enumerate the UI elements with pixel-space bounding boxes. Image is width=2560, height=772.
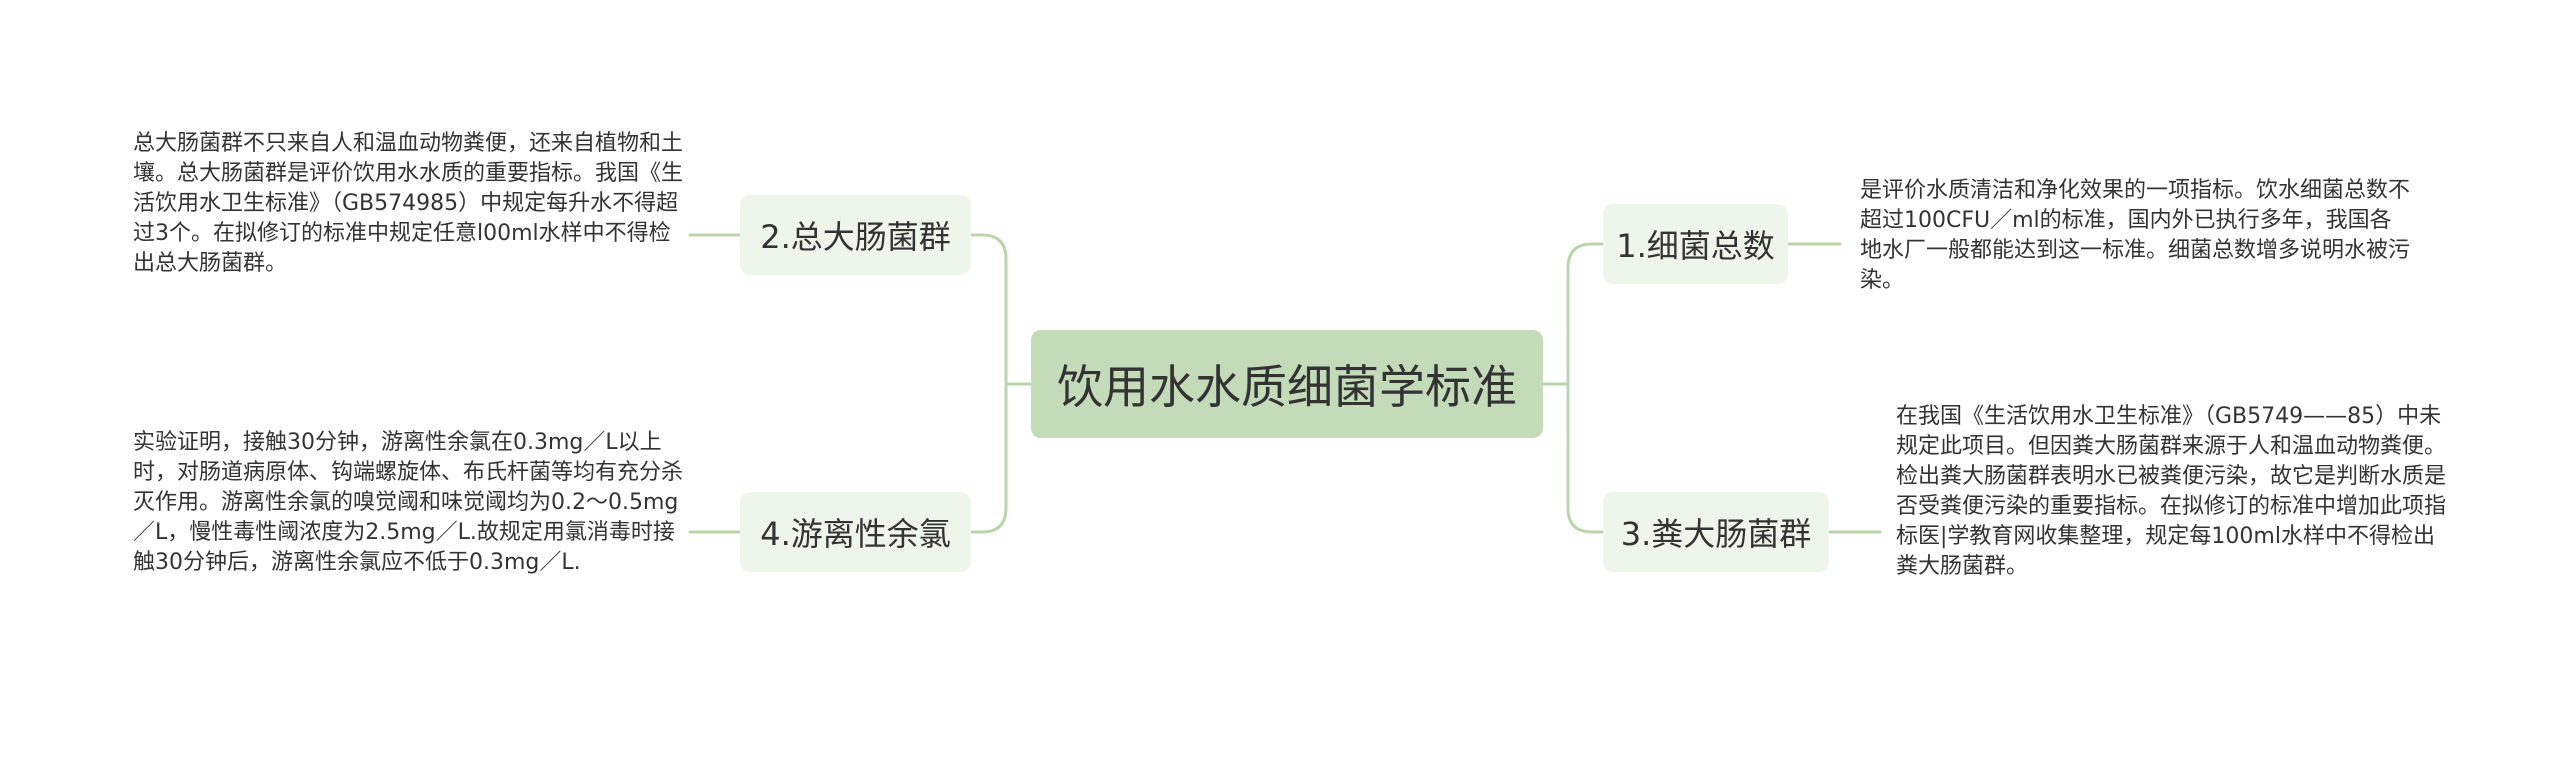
root-topic[interactable]: 饮用水水质细菌学标准 <box>1031 330 1543 438</box>
branch-total-coliform[interactable]: 2.总大肠菌群 <box>740 195 971 275</box>
branch-free-chlorine[interactable]: 4.游离性余氯 <box>740 492 971 572</box>
connector-to-total-coliform <box>969 233 1008 386</box>
branch-fecal-coliform[interactable]: 3.粪大肠菌群 <box>1603 492 1829 572</box>
note-total-coliform: 总大肠菌群不只来自人和温血动物粪便，还来自植物和土壤。总大肠菌群是评价饮用水水质… <box>133 131 684 276</box>
connector-to-bacteria-count <box>1566 242 1605 386</box>
note-bacteria-count: 是评价水质清洁和净化效果的一项指标。饮水细菌总数不超过100CFU／ml的标准，… <box>1860 178 2411 293</box>
branch-bacteria-count[interactable]: 1.细菌总数 <box>1603 204 1788 284</box>
connector-to-fecal-coliform <box>1566 382 1605 534</box>
note-fecal-coliform: 在我国《生活饮用水卫生标准》（GB5749——85）中未规定此项目。但因粪大肠菌… <box>1896 404 2447 579</box>
connector-to-free-chlorine <box>969 382 1008 534</box>
note-free-chlorine: 实验证明，接触30分钟，游离性余氯在0.3mg／L以上时，对肠道病原体、钩端螺旋… <box>133 430 684 575</box>
